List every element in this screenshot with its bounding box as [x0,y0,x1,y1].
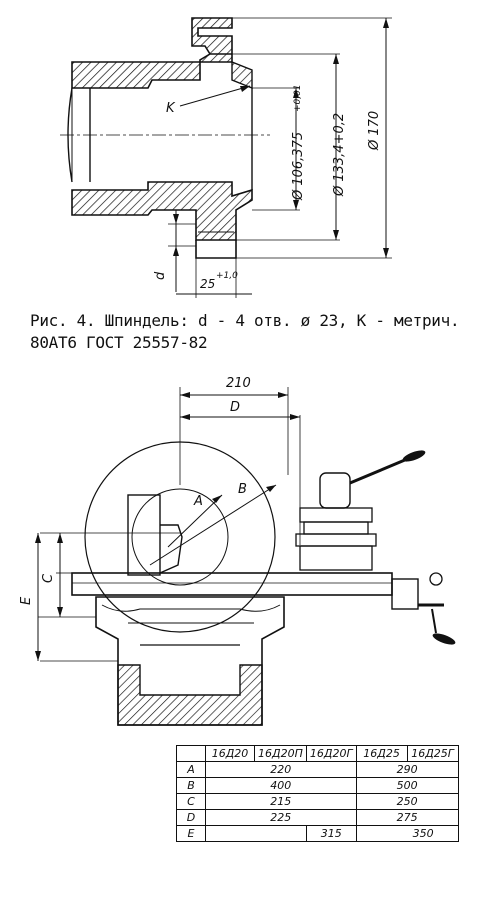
dim-diameter-170: Ø 170 [367,111,382,151]
dim-D: D [230,400,240,415]
dim-diameter-106-tol: +0,01 [293,84,303,112]
label-k: K [166,101,176,116]
row-value-group1: 215 [205,793,357,810]
dim-diameter-133: Ø 133,4+0,2 [332,113,347,197]
figure-caption: Рис. 4. Шпиндель: d - 4 отв. ø 23, К - м… [30,310,490,354]
table-row: C 215 250 [176,793,459,810]
row-e-value-1: 315 [305,825,357,842]
spindle-drawing: K Ø 106,375 +0,01 Ø 133,4+0,2 Ø 170 d 25… [60,17,392,298]
label-B: B [238,482,247,497]
header-16d20p: 16Д20П [254,745,307,762]
dim-diameter-106: Ø 106,375 [291,132,306,201]
row-label: A [176,761,206,778]
dim-210: 210 [226,376,251,391]
swing-circle-B [84,441,276,633]
table-row: B 400 500 [176,777,459,794]
table-row: A 220 290 [176,761,459,778]
row-label: B [176,777,206,794]
label-d: d [153,271,168,280]
swing-circle-A [131,488,229,586]
row-value-group1: 225 [205,809,357,826]
header-16d25: 16Д25 [355,745,408,762]
header-16d25g: 16Д25Г [406,745,459,762]
row-value-group2: 500 [355,777,459,794]
row-value-group2: 290 [355,761,459,778]
spindle-lower-section [71,181,253,241]
dimensions-table: 16Д20 16Д20П 16Д20Г 16Д25 16Д25Г A 220 2… [176,745,459,842]
header-16d20g: 16Д20Г [305,745,357,762]
row-value-group2: 275 [355,809,459,826]
carriage [71,572,393,596]
spindle-upper-section [71,17,233,89]
row-value-group1: 400 [205,777,357,794]
label-A: A [193,494,203,509]
lathe-drawing: 210 D A B C E [19,376,456,726]
row-label: C [176,793,206,810]
row-value-group1: 220 [205,761,357,778]
row-e-value-2: 350 [355,825,459,842]
row-value-group2: 250 [355,793,459,810]
caption-line-2: 80АТ6 ГОСТ 25557-82 [30,333,208,352]
row-label: D [176,809,206,826]
table-header-row: 16Д20 16Д20П 16Д20Г 16Д25 16Д25Г [176,745,459,762]
caption-line-1: Рис. 4. Шпиндель: d - 4 отв. ø 23, К - м… [30,311,460,330]
row-label: E [176,825,206,842]
dim-length-25: 25 [200,277,215,291]
header-16d20: 16Д20 [205,745,255,762]
dim-length-25-tol: +1,0 [216,271,238,281]
table-row: E 315 350 [176,825,459,842]
row-e-blank [205,825,307,842]
table-row: D 225 275 [176,809,459,826]
label-C: C [41,573,56,583]
header-blank [176,745,206,762]
label-E: E [19,596,34,605]
